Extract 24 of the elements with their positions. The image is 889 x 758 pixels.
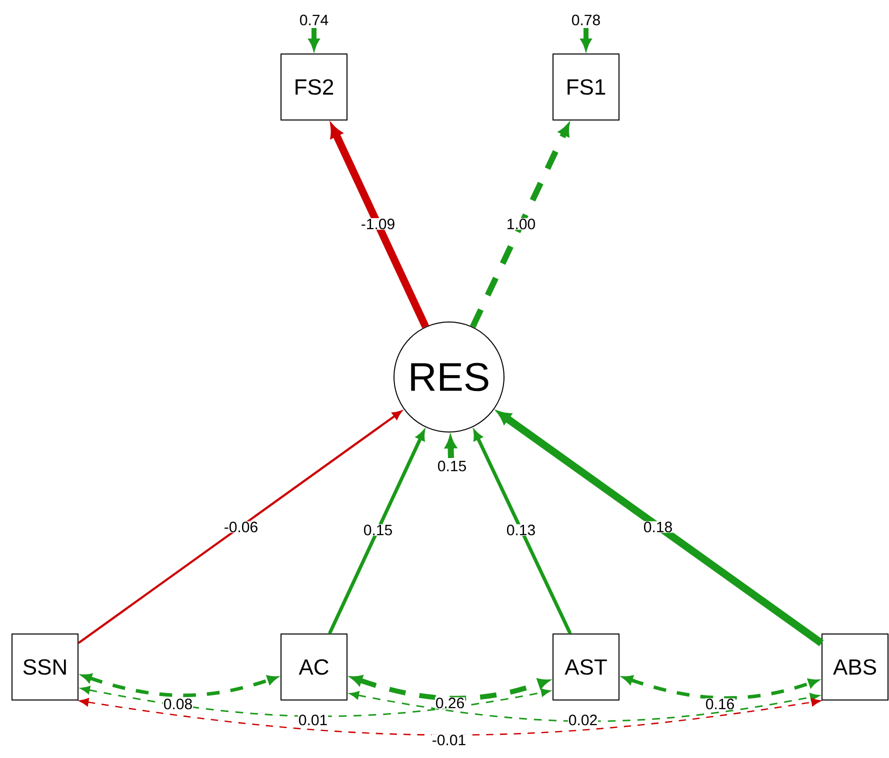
variable-box: AST [552, 634, 620, 700]
covariance-arrow [79, 698, 821, 736]
variable-box: SSN [12, 634, 78, 700]
edge-label: -0.06 [223, 521, 259, 533]
covariance-arrow [350, 691, 820, 722]
variable-box: FS2 [280, 54, 348, 120]
path-arrow [473, 430, 572, 634]
edge-label: 0.18 [642, 521, 674, 533]
edge-label: -0.01 [431, 734, 467, 746]
edge-label: 0.08 [162, 698, 194, 710]
edge-label: 0.15 [362, 524, 394, 536]
edge-label: 0.74 [298, 14, 330, 26]
edge-label: 0.01 [298, 714, 328, 726]
variable-box: FS1 [552, 54, 620, 120]
path-arrow [497, 411, 824, 646]
variable-box: ABS [822, 634, 888, 700]
path-arrow [78, 410, 402, 644]
edge-label: 0.78 [570, 14, 602, 26]
edge-label: 0.02 [568, 714, 598, 726]
edge-label: 0.15 [436, 460, 468, 472]
variable-box: AC [280, 634, 348, 700]
edge-label: 0.13 [506, 524, 536, 536]
path-arrow [328, 430, 425, 634]
edge-label: 0.16 [704, 698, 736, 710]
